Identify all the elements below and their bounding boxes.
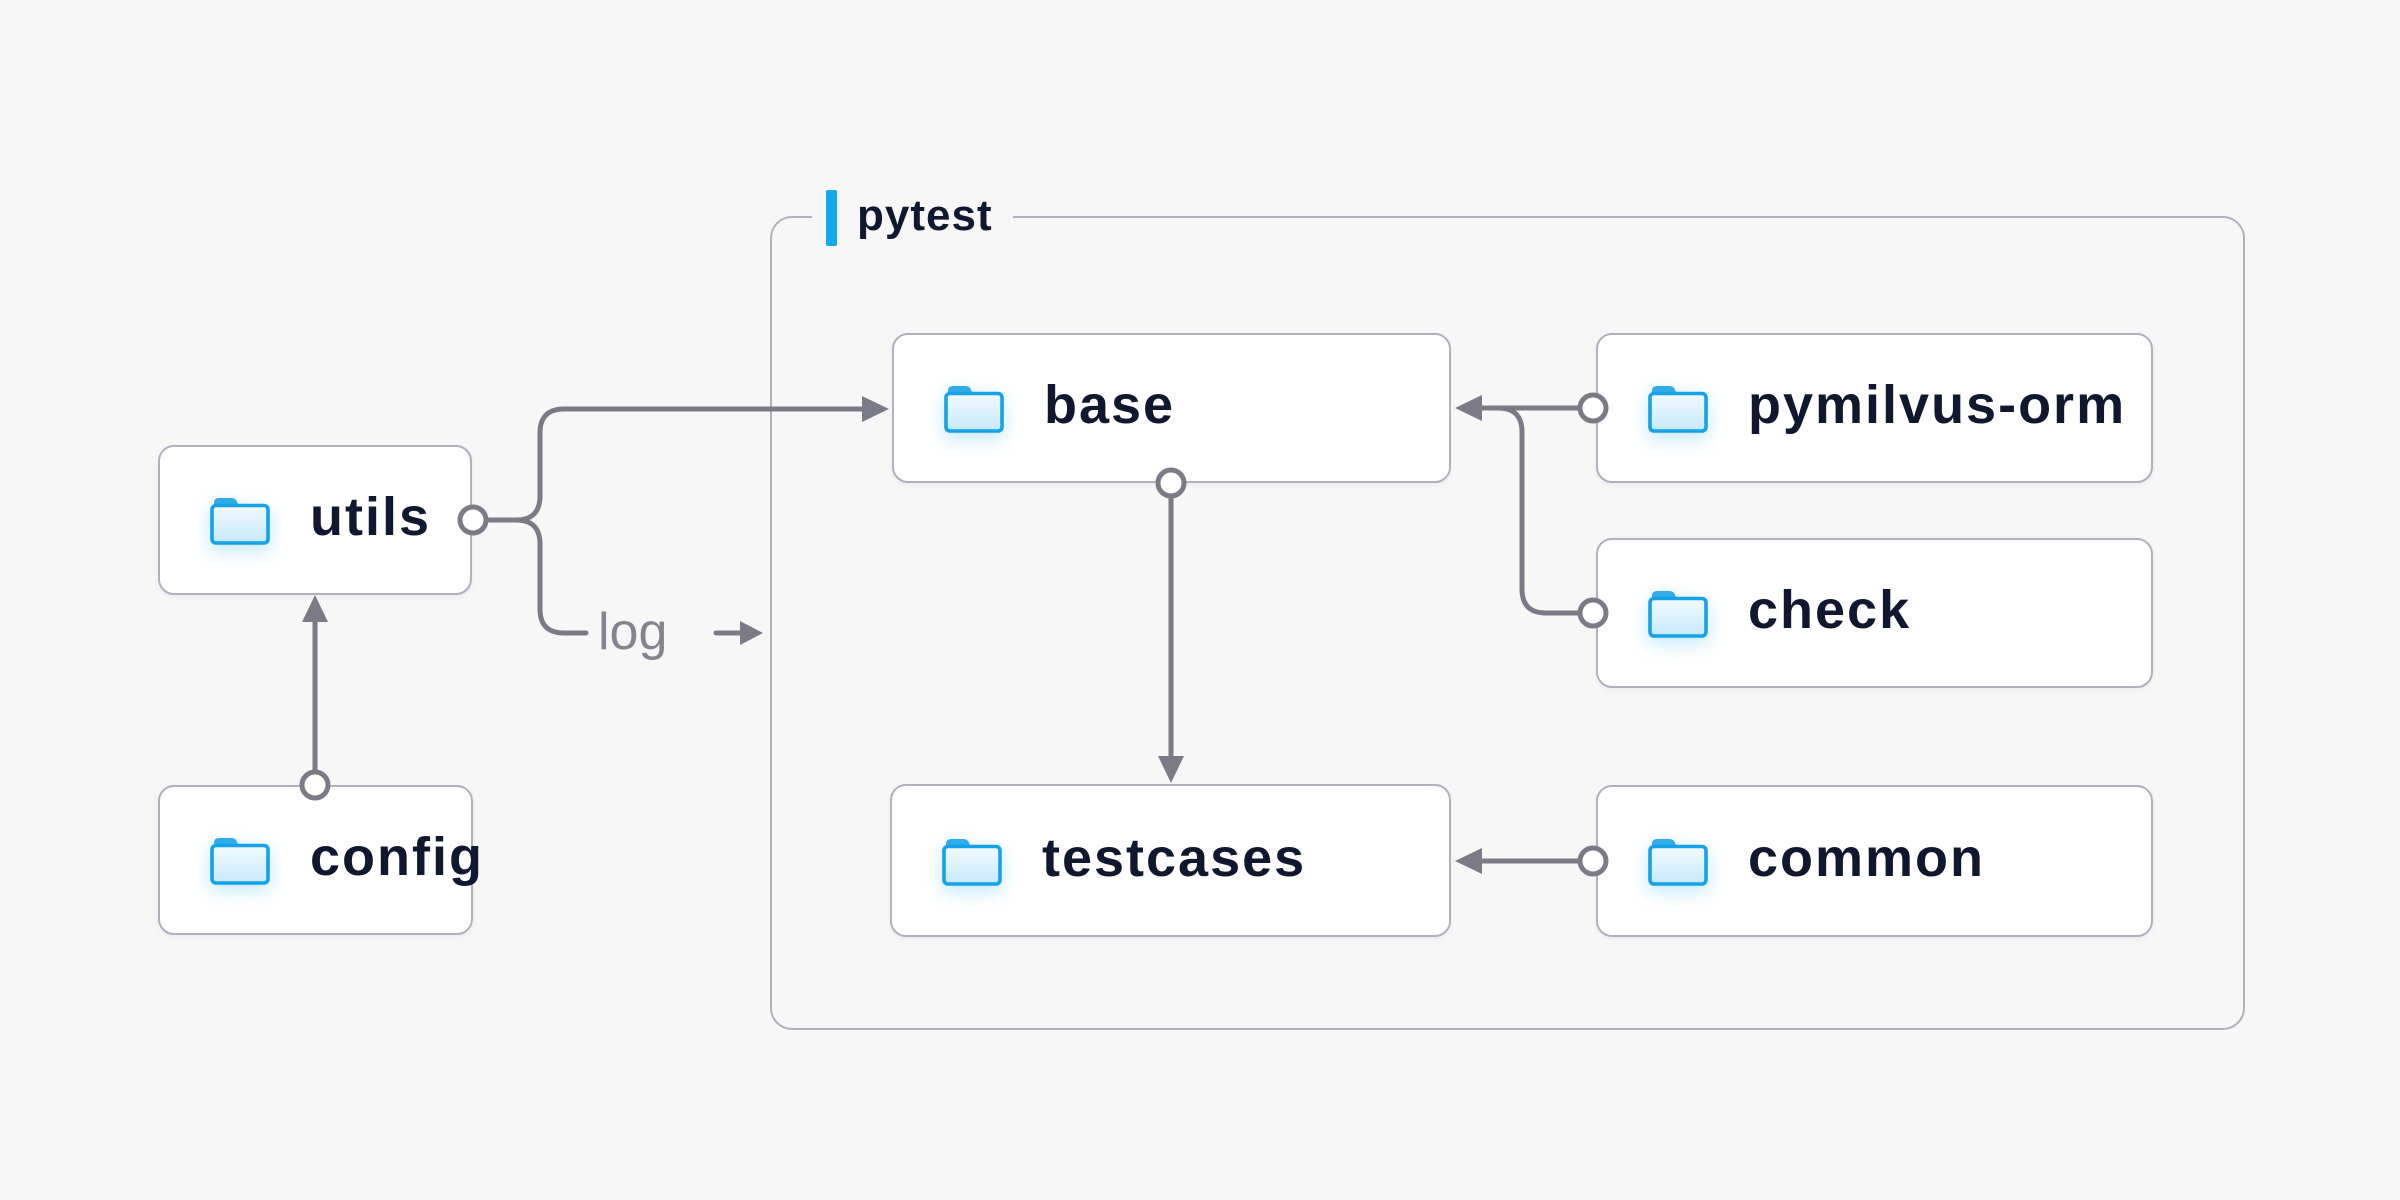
folder-icon	[1646, 834, 1710, 888]
node-base-label: base	[1044, 375, 1176, 435]
pytest-group-title: pytest	[857, 191, 993, 240]
node-testcases[interactable]: testcases	[890, 784, 1451, 937]
node-utils[interactable]: utils	[158, 445, 472, 595]
node-base[interactable]: base	[892, 333, 1451, 483]
edge-label-log: log	[598, 603, 668, 661]
node-utils-label: utils	[310, 487, 432, 547]
folder-icon	[208, 833, 272, 887]
folder-icon	[1646, 381, 1710, 435]
node-testcases-label: testcases	[1042, 827, 1307, 888]
node-config-label: config	[310, 827, 484, 887]
folder-icon	[942, 381, 1006, 435]
node-pymilvus-orm-label: pymilvus-orm	[1748, 375, 2127, 435]
node-config[interactable]: config	[158, 785, 482, 935]
edge-utils-log-line	[483, 517, 589, 636]
pytest-group-label: pytest	[812, 189, 1013, 247]
folder-icon	[208, 493, 272, 547]
folder-icon	[940, 834, 1004, 888]
edge-config-utils	[299, 595, 331, 801]
accent-bar	[826, 190, 837, 246]
node-check[interactable]: check	[1596, 538, 2153, 688]
folder-icon	[1646, 586, 1710, 640]
node-pymilvus-orm[interactable]: pymilvus-orm	[1596, 333, 2153, 483]
pytest-group: pytest	[770, 189, 2245, 1030]
node-common-label: common	[1748, 828, 1986, 888]
node-check-label: check	[1748, 580, 1912, 640]
node-common[interactable]: common	[1596, 785, 2153, 937]
arrowhead-right-icon	[740, 621, 763, 645]
arrowhead-up-icon	[302, 595, 328, 622]
